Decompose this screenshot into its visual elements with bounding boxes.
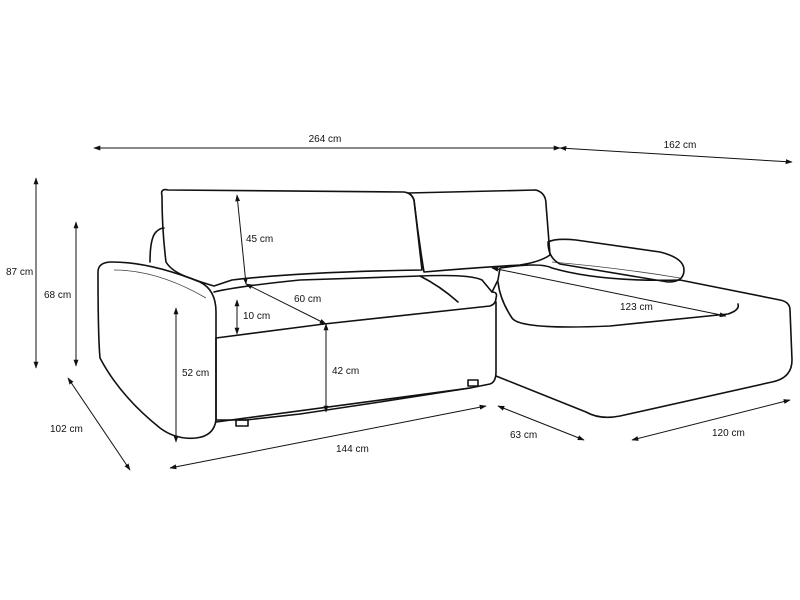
sofa-foot-mid [467,379,479,387]
seat-cushion [213,274,498,339]
total-height-label: 87 cm [6,267,33,278]
chaise-depth-front-line [497,405,585,441]
chaise-front-width-label: 120 cm [712,428,745,439]
armrest-top-edge [113,269,207,299]
chaise-cushion-edge [497,281,740,328]
chaise-front-width-line [631,399,791,441]
left-armrest [97,261,217,440]
back-cushion-right [407,189,551,273]
total-width-label: 264 cm [309,134,342,145]
chaise-seat [491,264,793,419]
seat-cushion-divider [419,275,459,303]
seat-depth-line [245,283,327,325]
chaise-depth-front-label: 63 cm [510,430,537,441]
depth-line [67,377,131,471]
sofa-foot-left [235,419,249,427]
chaise-length-label: 123 cm [620,302,653,313]
cushion-thickness-label: 10 cm [243,311,270,322]
dimension-lines [33,145,793,471]
chaise-width-line [559,145,793,165]
chaise-width-label: 162 cm [664,140,697,151]
back-cushion-left [160,188,423,287]
seat-height-front-label: 42 cm [332,366,359,377]
depth-label: 102 cm [50,424,83,435]
armrest-height-label: 68 cm [44,290,71,301]
backrest-height-label: 45 cm [246,234,273,245]
chaise-length-line [491,266,727,318]
back-frame-left [149,227,165,263]
seat-depth-label: 60 cm [294,294,321,305]
backrest-height-line [235,194,248,285]
sofa-front-width-line [169,404,487,470]
seat-height-side-label: 52 cm [182,368,209,379]
dimension-labels: 264 cm 162 cm 87 cm 68 cm 102 cm 52 cm 4… [6,134,745,455]
sofa-front-width-label: 144 cm [336,444,369,455]
chaise-top-line [551,261,681,279]
sofa-outline [97,188,793,440]
